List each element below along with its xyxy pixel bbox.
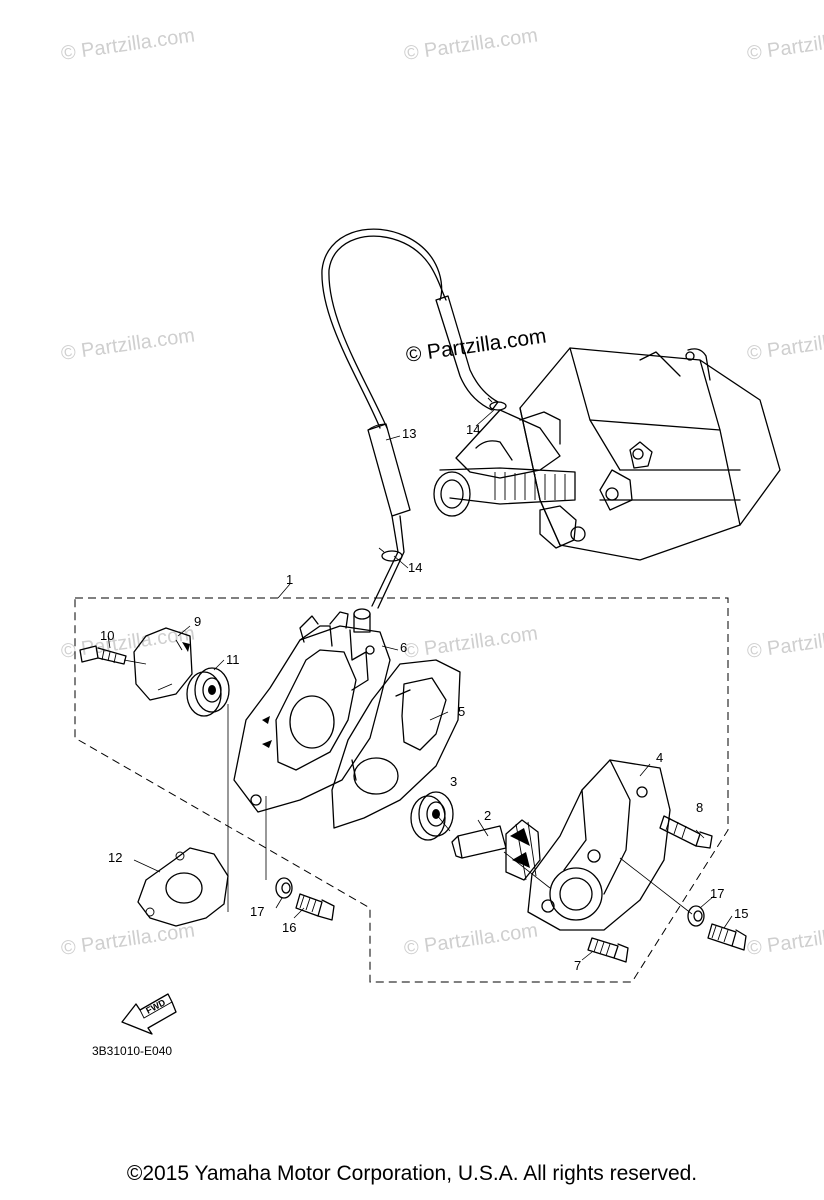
breather-hose-line-inner xyxy=(328,235,447,429)
impeller-shaft xyxy=(451,819,541,881)
washer-17-left xyxy=(275,877,293,899)
callout-8: 8 xyxy=(696,800,703,815)
copyright-notice: ©2015 Yamaha Motor Corporation, U.S.A. A… xyxy=(126,1162,698,1185)
intake-duct xyxy=(433,409,576,517)
clip-14-lower xyxy=(378,547,403,562)
gasket-12 xyxy=(137,847,229,927)
watermark: © Partzilla.com xyxy=(746,919,824,960)
callout-4: 4 xyxy=(656,750,663,765)
callout-1: 1 xyxy=(286,572,293,587)
callout-13: 13 xyxy=(402,426,416,441)
bearing-3 xyxy=(410,791,454,841)
callout-6: 6 xyxy=(400,640,407,655)
callout-12: 12 xyxy=(108,850,122,865)
callout-17-right: 17 xyxy=(710,886,724,901)
callout-14-lower: 14 xyxy=(408,560,422,575)
watermark-group: © Partzilla.com © Partzilla.com © Partzi… xyxy=(60,24,824,960)
callout-9: 9 xyxy=(194,614,201,629)
fwd-label: FWD xyxy=(144,997,167,1016)
pump-nozzle xyxy=(353,608,371,633)
bolt-7 xyxy=(587,937,629,963)
watermark: © Partzilla.com xyxy=(403,24,540,65)
callout-10: 10 xyxy=(100,628,114,643)
watermark: © Partzilla.com xyxy=(746,622,824,663)
bearing-11 xyxy=(186,667,230,717)
watermark: © Partzilla.com xyxy=(746,324,824,365)
hose-13-end xyxy=(367,423,387,431)
callout-14-upper: 14 xyxy=(466,422,480,437)
clip-14-upper xyxy=(487,397,507,411)
callout-5: 5 xyxy=(458,704,465,719)
callout-7: 7 xyxy=(574,958,581,973)
gasket xyxy=(331,659,461,829)
callout-11: 11 xyxy=(226,652,240,667)
pump-cover xyxy=(527,759,671,931)
breather-hose-line xyxy=(321,228,443,429)
watermark: © Partzilla.com xyxy=(60,324,197,365)
callout-17-left: 17 xyxy=(250,904,264,919)
cover-plate xyxy=(133,627,193,701)
axis-line xyxy=(123,659,693,915)
hose-13 xyxy=(367,423,411,517)
hose-lower-line xyxy=(371,515,405,609)
watermark: © Partzilla.com xyxy=(746,24,824,65)
callout-2: 2 xyxy=(484,808,491,823)
watermark: © Partzilla.com xyxy=(403,622,540,663)
callout-3: 3 xyxy=(450,774,457,789)
watermark: © Partzilla.com xyxy=(403,919,540,960)
watermark-main: © Partzilla.com xyxy=(404,324,547,366)
watermark: © Partzilla.com xyxy=(60,622,197,663)
air-box xyxy=(519,347,781,561)
leader-lines xyxy=(107,409,733,961)
pump-housing xyxy=(233,611,391,813)
bolt-16 xyxy=(295,893,335,921)
assembly-boundary xyxy=(74,597,729,983)
diagram-code: 3B31010-E040 xyxy=(92,1044,172,1058)
fwd-arrow-icon: FWD xyxy=(121,993,177,1035)
callout-15: 15 xyxy=(734,906,748,921)
callout-16: 16 xyxy=(282,920,296,935)
watermark: © Partzilla.com xyxy=(60,24,197,65)
bolt-8 xyxy=(659,815,713,849)
bolt-15 xyxy=(707,923,747,951)
washer-17-right xyxy=(687,905,705,927)
